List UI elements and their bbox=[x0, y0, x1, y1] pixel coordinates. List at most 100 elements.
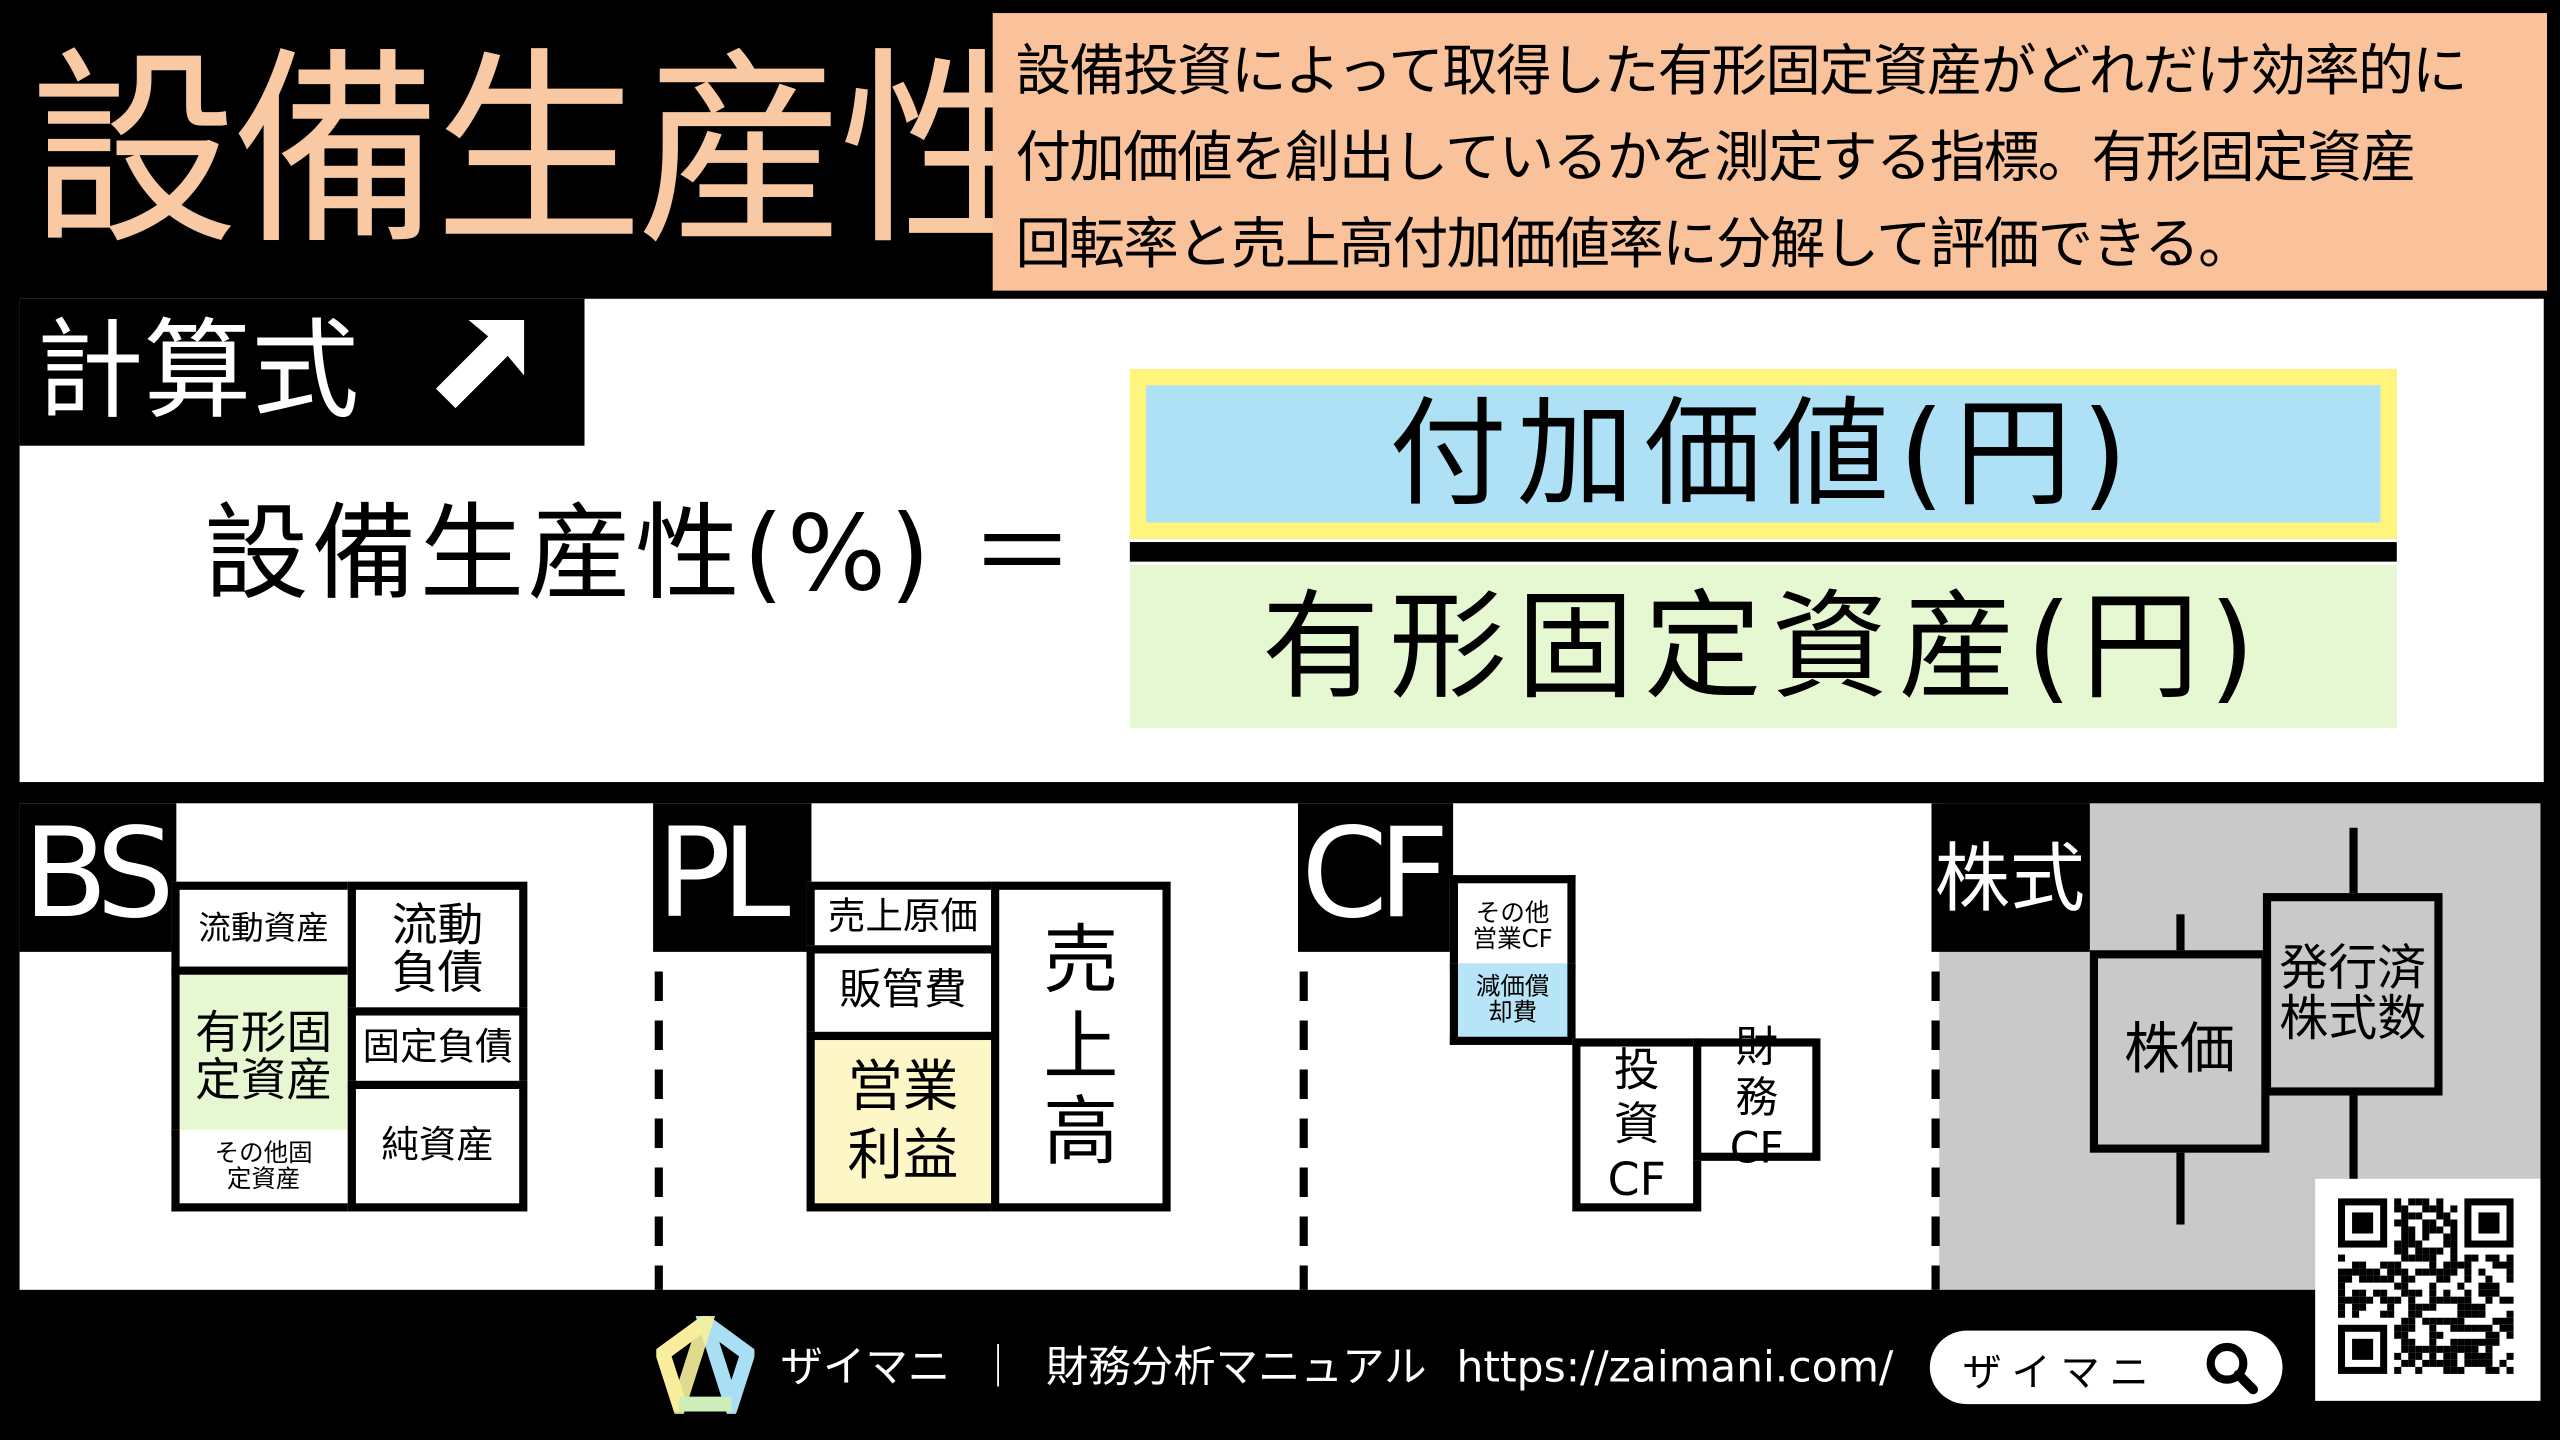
qr-module bbox=[2492, 1289, 2500, 1297]
qr-module bbox=[2450, 1233, 2458, 1241]
qr-module bbox=[2401, 1254, 2409, 1262]
qr-module bbox=[2450, 1205, 2458, 1213]
qr-module bbox=[2422, 1359, 2430, 1367]
qr-module bbox=[2394, 1366, 2402, 1374]
qr-module bbox=[2401, 1205, 2409, 1213]
footer-separator: ｜ bbox=[976, 1343, 1020, 1393]
formula-lhs: 設備生産性(%) ＝ bbox=[204, 494, 1078, 616]
qr-module bbox=[2429, 1345, 2437, 1353]
qr-module bbox=[2429, 1289, 2437, 1297]
qr-module bbox=[2485, 1282, 2493, 1290]
qr-module bbox=[2415, 1198, 2423, 1206]
qr-module bbox=[2429, 1268, 2437, 1276]
qr-module bbox=[2478, 1359, 2486, 1367]
bs-net-assets: 純資産 bbox=[347, 1080, 528, 1212]
cf-dep-label: 減価償却費 bbox=[1475, 971, 1550, 1027]
qr-module bbox=[2387, 1310, 2395, 1318]
qr-module bbox=[2429, 1324, 2437, 1332]
qr-module bbox=[2492, 1261, 2500, 1269]
qr-module bbox=[2429, 1219, 2437, 1227]
qr-module bbox=[2429, 1226, 2437, 1234]
qr-module bbox=[2492, 1254, 2500, 1262]
qr-module bbox=[2478, 1303, 2486, 1311]
bs-current-assets: 流動資産 bbox=[171, 881, 356, 975]
stock-label: 株式 bbox=[1931, 803, 2090, 952]
qr-module bbox=[2345, 1275, 2353, 1283]
qr-module bbox=[2408, 1345, 2416, 1353]
qr-module bbox=[2415, 1240, 2423, 1248]
qr-module bbox=[2352, 1268, 2360, 1276]
qr-module bbox=[2429, 1359, 2437, 1367]
qr-module bbox=[2492, 1338, 2500, 1346]
qr-code[interactable] bbox=[2315, 1178, 2541, 1401]
qr-module bbox=[2478, 1338, 2486, 1346]
qr-module bbox=[2387, 1261, 2395, 1269]
qr-module bbox=[2464, 1303, 2472, 1311]
qr-module bbox=[2422, 1198, 2430, 1206]
qr-module bbox=[2443, 1366, 2451, 1374]
formula-numerator: 付加価値(円) bbox=[1129, 368, 2397, 539]
qr-module bbox=[2415, 1212, 2423, 1220]
qr-module bbox=[2338, 1289, 2346, 1297]
qr-module bbox=[2401, 1212, 2409, 1220]
qr-module bbox=[2408, 1338, 2416, 1346]
cf-other-label: その他営業CF bbox=[1472, 897, 1553, 953]
qr-module bbox=[2506, 1317, 2514, 1325]
qr-module bbox=[2457, 1296, 2465, 1304]
bs-other-label: その他固定資産 bbox=[214, 1137, 313, 1193]
qr-module bbox=[2394, 1219, 2402, 1227]
qr-module bbox=[2464, 1352, 2472, 1360]
qr-module bbox=[2338, 1282, 2346, 1290]
qr-module bbox=[2422, 1219, 2430, 1227]
qr-module bbox=[2436, 1198, 2444, 1206]
bs-label: BS bbox=[19, 802, 177, 952]
divider bbox=[654, 971, 663, 1290]
qr-module bbox=[2359, 1289, 2367, 1297]
qr-module bbox=[2394, 1296, 2402, 1304]
qr-module bbox=[2394, 1324, 2402, 1332]
description-line: 設備投資によって取得した有形固定資産がどれだけ効率的に bbox=[1015, 39, 2468, 105]
qr-module bbox=[2387, 1275, 2395, 1283]
qr-module bbox=[2464, 1254, 2472, 1262]
qr-module bbox=[2506, 1366, 2514, 1374]
cf-investing: 投資CF bbox=[1572, 1038, 1702, 1212]
qr-module bbox=[2387, 1268, 2395, 1276]
qr-module bbox=[2450, 1345, 2458, 1353]
qr-module bbox=[2436, 1247, 2444, 1255]
qr-module bbox=[2436, 1331, 2444, 1339]
shares-outstanding-candle: 発行済株式数 bbox=[2262, 893, 2443, 1096]
cf-other-operating: その他営業CF bbox=[1449, 875, 1576, 970]
qr-module bbox=[2380, 1310, 2388, 1318]
magnifier-icon[interactable] bbox=[2204, 1340, 2260, 1396]
qr-module bbox=[2352, 1310, 2360, 1318]
qr-module bbox=[2422, 1317, 2430, 1325]
qr-module bbox=[2408, 1212, 2416, 1220]
qr-module bbox=[2506, 1254, 2514, 1262]
qr-module bbox=[2443, 1345, 2451, 1353]
search-box[interactable]: ザイマニ bbox=[1929, 1330, 2283, 1405]
qr-module bbox=[2373, 1289, 2381, 1297]
qr-module bbox=[2450, 1352, 2458, 1360]
qr-module bbox=[2436, 1359, 2444, 1367]
qr-module bbox=[2415, 1366, 2423, 1374]
qr-module bbox=[2499, 1359, 2507, 1367]
qr-module bbox=[2422, 1226, 2430, 1234]
qr-module bbox=[2359, 1261, 2367, 1269]
qr-module bbox=[2443, 1268, 2451, 1276]
qr-module bbox=[2429, 1254, 2437, 1262]
qr-module bbox=[2408, 1303, 2416, 1311]
qr-module bbox=[2401, 1317, 2409, 1325]
footer-brand: ザイマニ bbox=[780, 1343, 951, 1393]
qr-module bbox=[2478, 1289, 2486, 1297]
qr-module bbox=[2408, 1289, 2416, 1297]
qr-module bbox=[2366, 1268, 2374, 1276]
footer-url[interactable]: https://zaimani.com/ bbox=[1456, 1343, 1894, 1393]
qr-module bbox=[2499, 1324, 2507, 1332]
qr-module bbox=[2485, 1254, 2493, 1262]
qr-module bbox=[2471, 1303, 2479, 1311]
qr-module bbox=[2450, 1317, 2458, 1325]
description-box: 設備投資によって取得した有形固定資産がどれだけ効率的に 付加価値を創出しているか… bbox=[992, 13, 2548, 291]
qr-module bbox=[2478, 1324, 2486, 1332]
qr-module bbox=[2415, 1268, 2423, 1276]
qr-module bbox=[2443, 1289, 2451, 1297]
